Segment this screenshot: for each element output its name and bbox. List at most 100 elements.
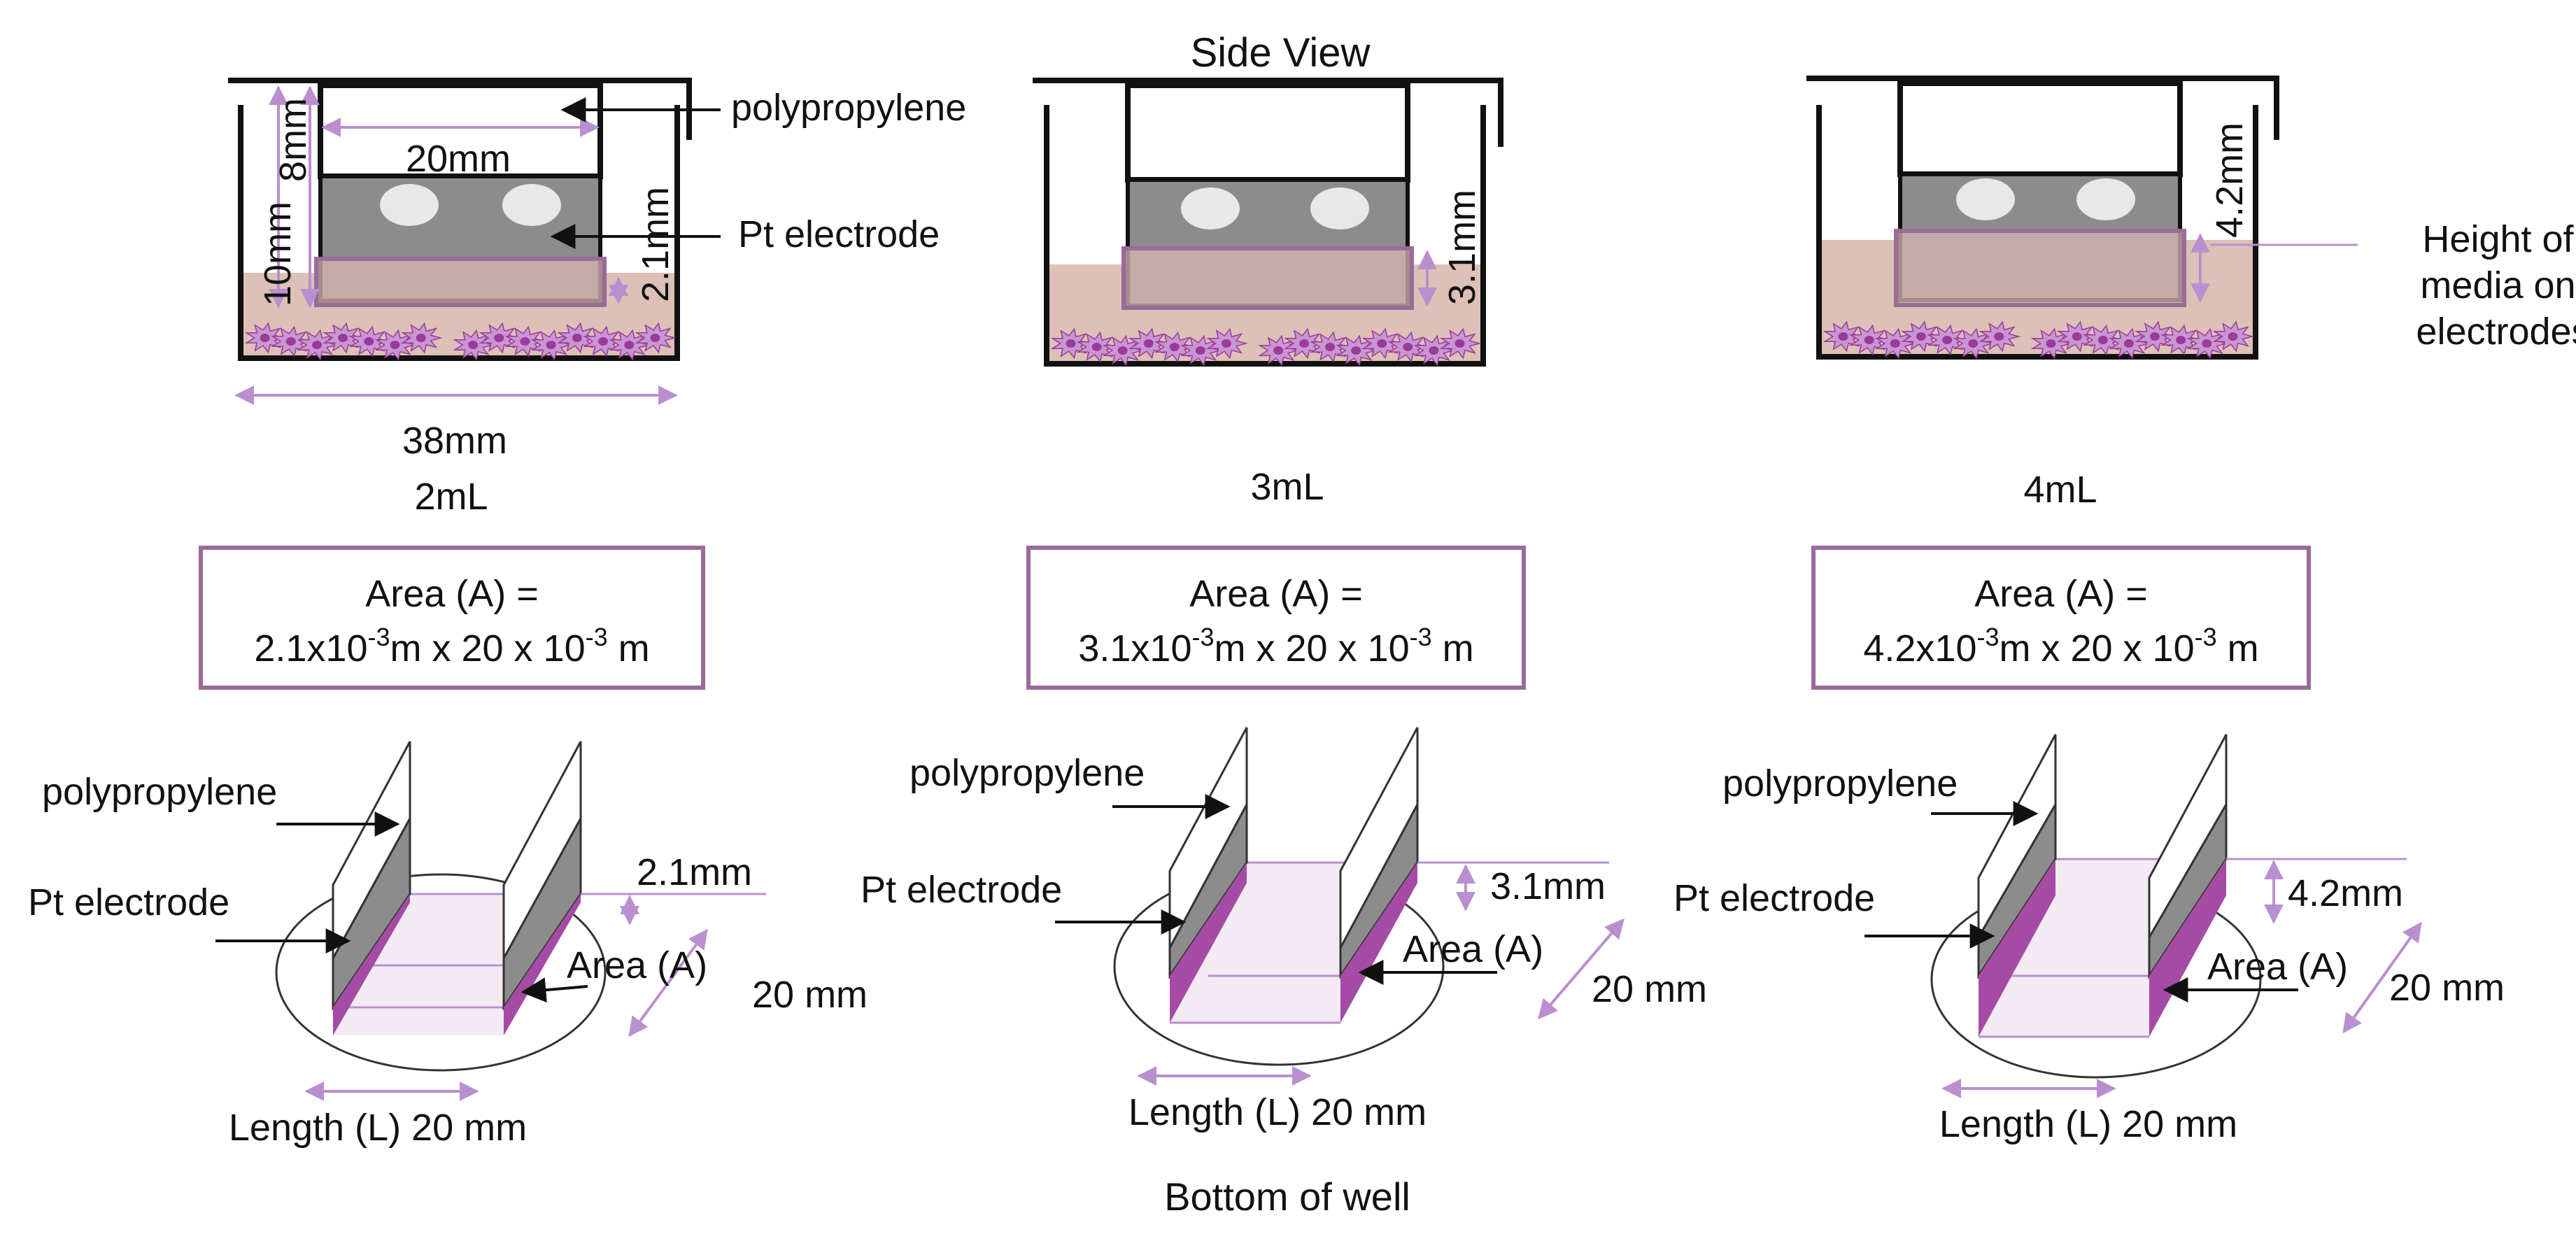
side-view-well-2ml: 10mm 8mm 20mm 2.1mm 38mm polypropylene P…	[228, 78, 966, 518]
cell-nucleus	[1429, 346, 1439, 355]
left-submerged-strip	[1979, 859, 2055, 1037]
left-submerged-strip	[333, 894, 410, 1035]
volume-label: 4mL	[2023, 469, 2097, 511]
cell-nucleus	[1351, 346, 1361, 355]
bubble	[2076, 178, 2135, 220]
cell-nucleus	[1864, 336, 1874, 344]
area-tail: m	[1432, 627, 1474, 669]
area-box-4ml: Area (A) = 4.2x10-3m x 20 x 10-3 m	[1811, 546, 2311, 690]
cell-nucleus	[624, 341, 635, 349]
cell-nucleus	[1377, 339, 1387, 348]
cell-nucleus	[2097, 336, 2108, 344]
cell-nucleus	[1299, 339, 1310, 348]
height-label: 4.2mm	[2288, 872, 2403, 914]
cell-nucleus	[468, 341, 479, 349]
iso-view-4ml: 4.2mm 20 mm Length (L) 20 mm polypropyle…	[1673, 734, 2505, 1145]
cell-nucleus	[1916, 332, 1926, 341]
cell-nucleus	[2228, 332, 2238, 341]
iso-view-2ml: 2.1mm 20 mm Length (L) 20 mm polypropyle…	[28, 741, 868, 1149]
area-exponent: -3	[586, 623, 608, 651]
height-label: 3.1mm	[1490, 865, 1606, 907]
media-note-line: media on	[2420, 264, 2575, 306]
width-label: 20mm	[406, 138, 511, 180]
well-height-label: 10mm	[257, 201, 299, 306]
poly-label: polypropylene	[731, 87, 966, 129]
cell-nucleus	[1942, 336, 1953, 344]
media-note: Height of media on electrodes	[2416, 218, 2576, 353]
media-height-label: 2.1mm	[635, 187, 677, 302]
area-formula: 4.2x10-3m x 20 x 10-3 m	[1863, 623, 2258, 669]
area-label: Area (A)	[567, 944, 707, 986]
cell-nucleus	[2202, 339, 2212, 348]
bottom-title: Bottom of well	[1164, 1175, 1410, 1219]
poly-label: polypropylene	[910, 752, 1145, 794]
cell-nucleus	[2176, 336, 2186, 344]
cell-layer	[1823, 320, 2255, 360]
cell-nucleus	[1143, 339, 1154, 348]
length-label: Length (L) 20 mm	[1939, 1103, 2237, 1145]
area-middle: m x 20 x 10	[2000, 627, 2195, 669]
cell-nucleus	[2046, 339, 2056, 348]
cell-nucleus	[546, 341, 556, 349]
area-box-frame	[1026, 546, 1526, 690]
pt-label: Pt electrode	[738, 213, 940, 255]
area-mantissa: 2.1x10	[254, 627, 367, 669]
volume-label: 3mL	[1250, 466, 1324, 508]
cell-nucleus	[1221, 339, 1231, 348]
well-outline	[1816, 105, 2258, 360]
cell-nucleus	[1325, 343, 1336, 351]
area-formula: 2.1x10-3m x 20 x 10-3 m	[254, 623, 649, 669]
volume-label: 2mL	[414, 476, 488, 518]
area-formula-title: Area (A) =	[365, 573, 539, 615]
pt-label: Pt electrode	[861, 869, 1062, 911]
cell-nucleus	[390, 341, 400, 349]
pt-label: Pt electrode	[1673, 877, 1875, 919]
bubble	[380, 184, 439, 226]
cell-nucleus	[1968, 339, 1979, 348]
bubble	[1956, 178, 2015, 220]
cell-nucleus	[1117, 346, 1128, 355]
area-middle: m x 20 x 10	[390, 627, 586, 669]
electrode-height-label: 8mm	[272, 98, 314, 182]
cell-nucleus	[650, 334, 660, 342]
area-exponent: -3	[1410, 623, 1432, 651]
depth-label: 20 mm	[752, 974, 868, 1016]
cell-nucleus	[260, 334, 270, 342]
cell-nucleus	[416, 334, 426, 342]
well-width-label: 38mm	[402, 420, 507, 462]
area-box-frame	[199, 546, 705, 690]
area-formula: 3.1x10-3m x 20 x 10-3 m	[1078, 623, 1473, 669]
cell-nucleus	[285, 337, 296, 346]
pt-label: Pt electrode	[28, 881, 229, 923]
area-mantissa: 3.1x10	[1078, 627, 1191, 669]
side-view-title: Side View	[1191, 30, 1371, 76]
area-tail: m	[2217, 627, 2259, 669]
cell-layer	[1050, 327, 1482, 367]
cell-nucleus	[338, 334, 348, 342]
media-height-label: 3.1mm	[1441, 190, 1483, 305]
side-view-well-3ml: 3.1mm 3mL	[1033, 78, 1503, 508]
cell-nucleus	[1169, 343, 1180, 351]
area-exponent: -3	[2195, 623, 2217, 651]
cell-nucleus	[520, 337, 530, 346]
cell-nucleus	[598, 337, 609, 346]
area-tail: m	[608, 627, 650, 669]
bubble	[1181, 187, 1240, 229]
area-exponent: -3	[1976, 623, 1999, 651]
polypropylene-holder	[1897, 80, 2183, 177]
cell-nucleus	[1195, 346, 1205, 355]
depth-dimension	[1538, 918, 1625, 1020]
area-pointer	[521, 977, 588, 1003]
depth-label: 20 mm	[2389, 967, 2505, 1009]
media-note-line: electrodes	[2416, 311, 2576, 353]
height-label: 2.1mm	[637, 851, 752, 893]
side-view-well-4ml: 4.2mm Height of media on electrodes 4mL	[1806, 76, 2576, 511]
area-exponent: -3	[1191, 623, 1214, 651]
depth-dimension	[2342, 921, 2422, 1034]
cell-nucleus	[1091, 343, 1102, 351]
cell-nucleus	[1838, 332, 1848, 341]
length-label: Length (L) 20 mm	[1128, 1091, 1427, 1133]
submerged-electrode-highlight	[1894, 229, 2186, 307]
bubble	[1310, 187, 1369, 229]
